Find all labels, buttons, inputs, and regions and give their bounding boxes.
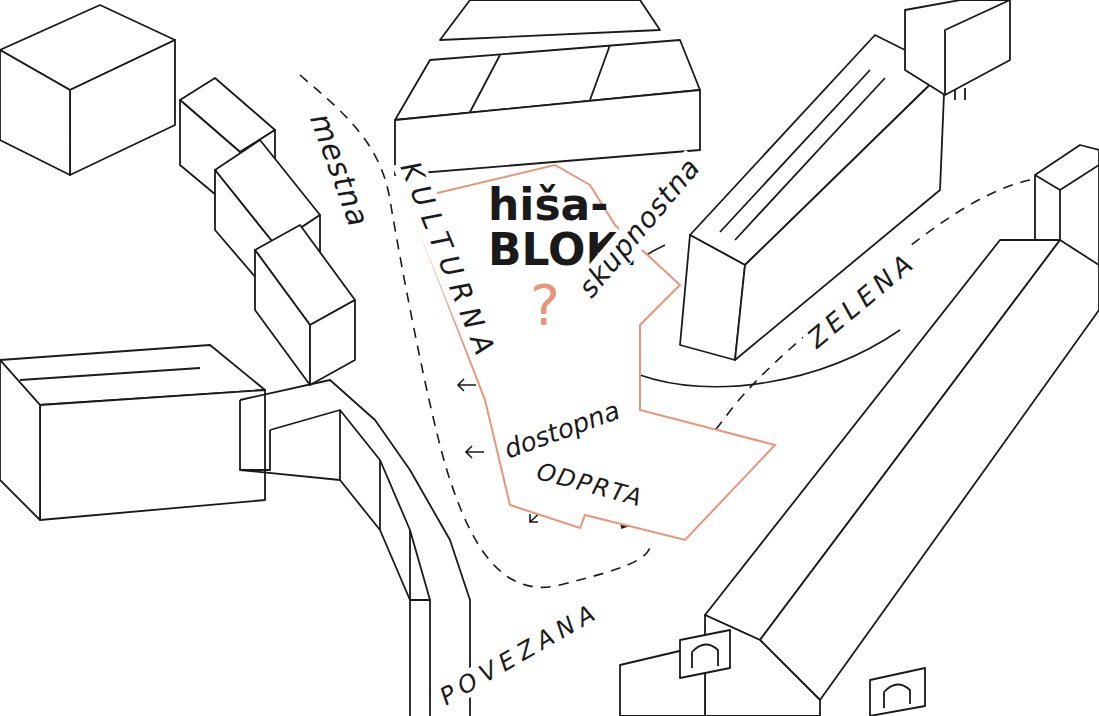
- roof: [440, 0, 660, 40]
- wall: [0, 50, 70, 175]
- arrow: [458, 379, 476, 391]
- roof: [760, 240, 1099, 700]
- dashed-route: [700, 180, 1030, 445]
- gable: [310, 300, 355, 385]
- wall: [255, 250, 310, 385]
- dormer: [870, 668, 925, 716]
- building: [905, 0, 1010, 95]
- ridge: [470, 45, 610, 112]
- wall: [70, 40, 175, 175]
- site-boundary: [408, 165, 775, 540]
- wall: [40, 390, 265, 520]
- note-word: POVEZANA: [433, 596, 607, 712]
- wall: [680, 235, 745, 360]
- arrow: [466, 446, 484, 458]
- dormer: [680, 630, 730, 678]
- wall-edge: [240, 470, 410, 716]
- dormer-arch: [692, 644, 718, 668]
- roof-detail: [20, 368, 200, 380]
- roof-edge: [240, 380, 470, 716]
- dormer-arch: [884, 684, 910, 708]
- wall-edge: [240, 400, 430, 600]
- node-text: ?: [527, 274, 563, 336]
- wall: [0, 360, 40, 520]
- site-outline: hiša- BLOK!?dostopnaODPRTA: [400, 135, 780, 545]
- roof-detail: [720, 70, 885, 240]
- sketch-lines: [300, 75, 1030, 587]
- wall: [735, 70, 945, 360]
- edge: [945, 0, 1010, 100]
- roof-edge: [270, 410, 430, 716]
- wall: [395, 90, 700, 175]
